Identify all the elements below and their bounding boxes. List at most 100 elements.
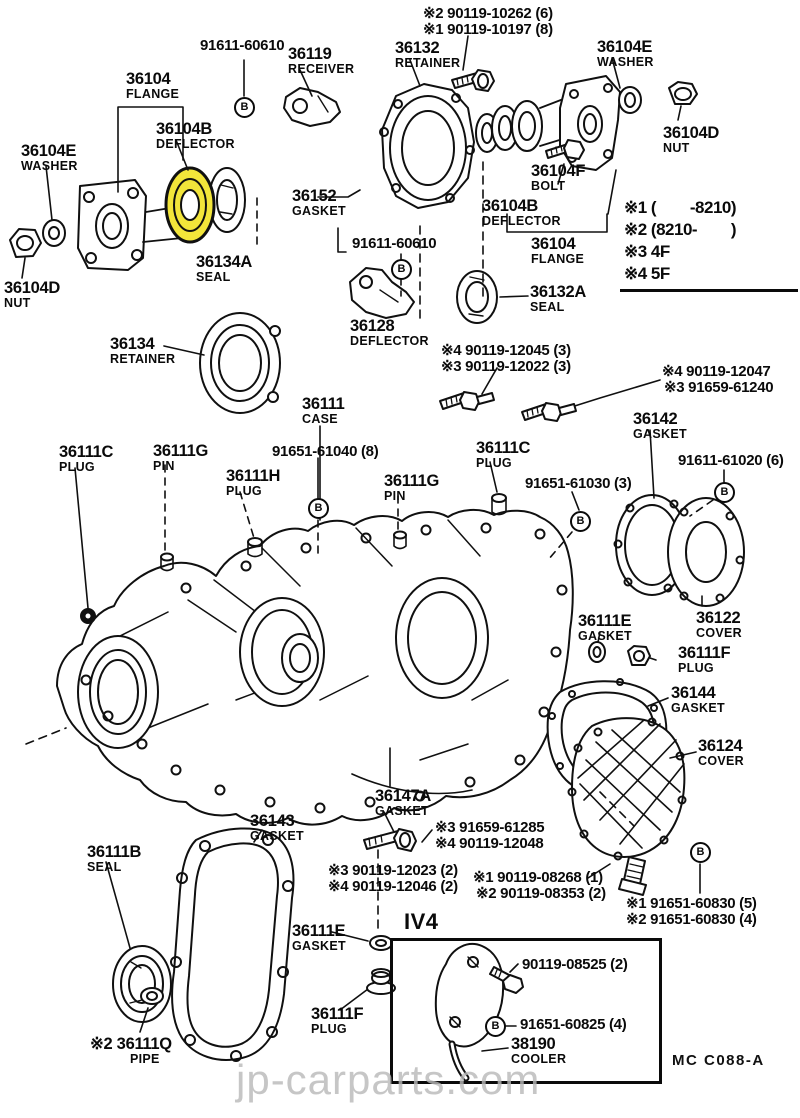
part-number: 36147A [375, 787, 431, 805]
part-name: WASHER [597, 55, 654, 70]
bolt-ref-marker: B [485, 1016, 506, 1037]
part-number: 36104 [531, 235, 576, 253]
retainer-36132 [379, 83, 475, 209]
part-name: RETAINER [395, 56, 461, 71]
bolt-ref-marker: B [391, 259, 412, 280]
part-name: PLUG [226, 484, 262, 499]
part-name: WASHER [21, 159, 78, 174]
part-number: IV4 [404, 909, 439, 934]
part-label-90119-10197: ※1 90119-10197 (8) [423, 22, 553, 38]
bolt-ref-marker: B [234, 97, 255, 118]
part-number: 36104E [597, 38, 653, 56]
part-number: 36111C [476, 439, 531, 457]
legend-item-2: ※2 (8210- ) [624, 220, 737, 239]
part-name: COVER [698, 754, 744, 769]
shaft-flange-right [475, 75, 698, 171]
part-number: ※1 90119-08268 (1) [473, 869, 603, 886]
cover-36122 [667, 497, 745, 607]
part-label-90119-10262: ※2 90119-10262 (6) [423, 6, 553, 22]
part-name: PIPE [130, 1052, 160, 1067]
seal-36111b [112, 945, 172, 1023]
part-name: GASKET [292, 204, 346, 219]
part-name: SEAL [87, 860, 122, 875]
part-number: 36104D [4, 279, 60, 297]
part-number: ※2 90119-08353 (2) [476, 885, 606, 902]
legend-item-4: ※4 5F [624, 264, 670, 283]
part-number: 36132A [530, 283, 586, 301]
legend-item-3: ※3 4F [624, 242, 670, 261]
main-case [56, 509, 574, 826]
part-name: COOLER [511, 1052, 567, 1067]
part-name: GASKET [578, 629, 632, 644]
part-label-90119-12048: ※4 90119-12048 [435, 836, 544, 852]
part-number: 36144 [671, 684, 716, 702]
part-number: 91611-61020 (6) [678, 452, 784, 469]
part-number: 36111E [292, 922, 346, 940]
part-number: 36132 [395, 39, 440, 57]
part-number: 91611-60610 [200, 37, 285, 54]
deflector-36128 [349, 267, 415, 319]
part-number: 36111 [302, 395, 345, 413]
part-name: NUT [663, 141, 690, 156]
part-number: 36111F [678, 644, 731, 662]
part-name: PLUG [678, 661, 714, 676]
part-name: COVER [696, 626, 742, 641]
bolt-glyphs [363, 69, 647, 896]
part-name: FLANGE [126, 87, 180, 102]
part-label-91611-60610-mid: 91611-60610 [352, 235, 437, 252]
part-name: PLUG [476, 456, 512, 471]
part-number: 91611-60610 [352, 235, 437, 252]
legend-item-1: ※1 ( -8210) [624, 198, 737, 217]
part-label-91659-61240: ※3 91659-61240 [664, 380, 774, 396]
part-name: PLUG [311, 1022, 347, 1037]
part-number: 36152 [292, 187, 337, 205]
part-name: GASKET [250, 829, 304, 844]
part-number: 90119-08525 (2) [522, 956, 628, 973]
part-number: ※3 91659-61285 [435, 819, 545, 836]
part-number: 36134 [110, 335, 155, 353]
part-label-90119-12022: ※3 90119-12022 (3) [441, 359, 571, 375]
part-name: BOLT [531, 179, 566, 194]
receiver-36119 [283, 87, 341, 127]
part-label-91651-61040: 91651-61040 (8) [272, 444, 379, 460]
part-number: ※3 90119-12022 (3) [441, 358, 571, 375]
part-label-91651-60830-2: ※2 91651-60830 (4) [626, 912, 757, 928]
watermark: jp-carparts.com [236, 1056, 541, 1103]
part-number: ※4 90119-12045 (3) [441, 342, 571, 359]
part-number: ※1 90119-10197 (8) [423, 21, 553, 38]
part-name: GASKET [292, 939, 346, 954]
part-name: GASKET [375, 804, 429, 819]
part-number: 36104B [482, 197, 538, 215]
part-label-91651-60830-1: ※1 91651-60830 (5) [626, 896, 757, 912]
part-name: GASKET [671, 701, 725, 716]
case-plugs [80, 493, 651, 995]
part-name: SEAL [196, 270, 231, 285]
part-number: 36104F [531, 162, 586, 180]
part-label-90119-08268: ※1 90119-08268 (1) [473, 870, 603, 886]
part-label-91611-60610-top: 91611-60610 [200, 37, 285, 54]
inset-box [390, 938, 662, 1084]
part-label-90119-08525: 90119-08525 (2) [522, 957, 628, 973]
